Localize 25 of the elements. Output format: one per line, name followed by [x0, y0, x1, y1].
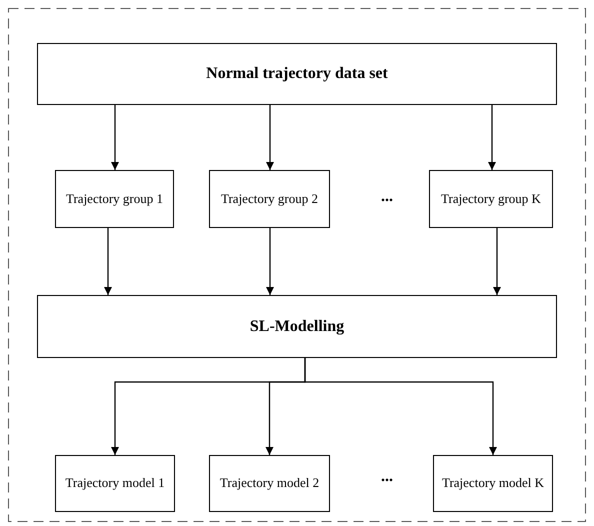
item-box [55, 170, 174, 228]
arrow [488, 105, 496, 170]
arrow [266, 105, 274, 170]
arrow [266, 228, 274, 295]
arrow [304, 358, 497, 455]
item-box [55, 455, 175, 512]
item-box [433, 455, 553, 512]
ellipsis-text: ... [381, 188, 393, 206]
box-label: Trajectory group K [441, 190, 541, 208]
item-box [429, 170, 553, 228]
arrow [493, 228, 501, 295]
box-label: Trajectory group 2 [220, 190, 318, 208]
arrow [111, 105, 119, 170]
box-label: SL-Modelling [250, 316, 344, 336]
process-box [37, 295, 557, 358]
box-label: Trajectory model 2 [220, 475, 320, 492]
box-label: Normal trajectory data set [206, 64, 388, 84]
process-box [37, 43, 557, 105]
ellipsis-text: ... [381, 468, 393, 486]
box-label: Trajectory model 1 [65, 475, 165, 492]
box-label: Trajectory group 1 [66, 190, 163, 208]
box-label: Trajectory model K [442, 475, 544, 492]
item-box [209, 455, 330, 512]
arrow [104, 228, 112, 295]
item-box [209, 170, 330, 228]
